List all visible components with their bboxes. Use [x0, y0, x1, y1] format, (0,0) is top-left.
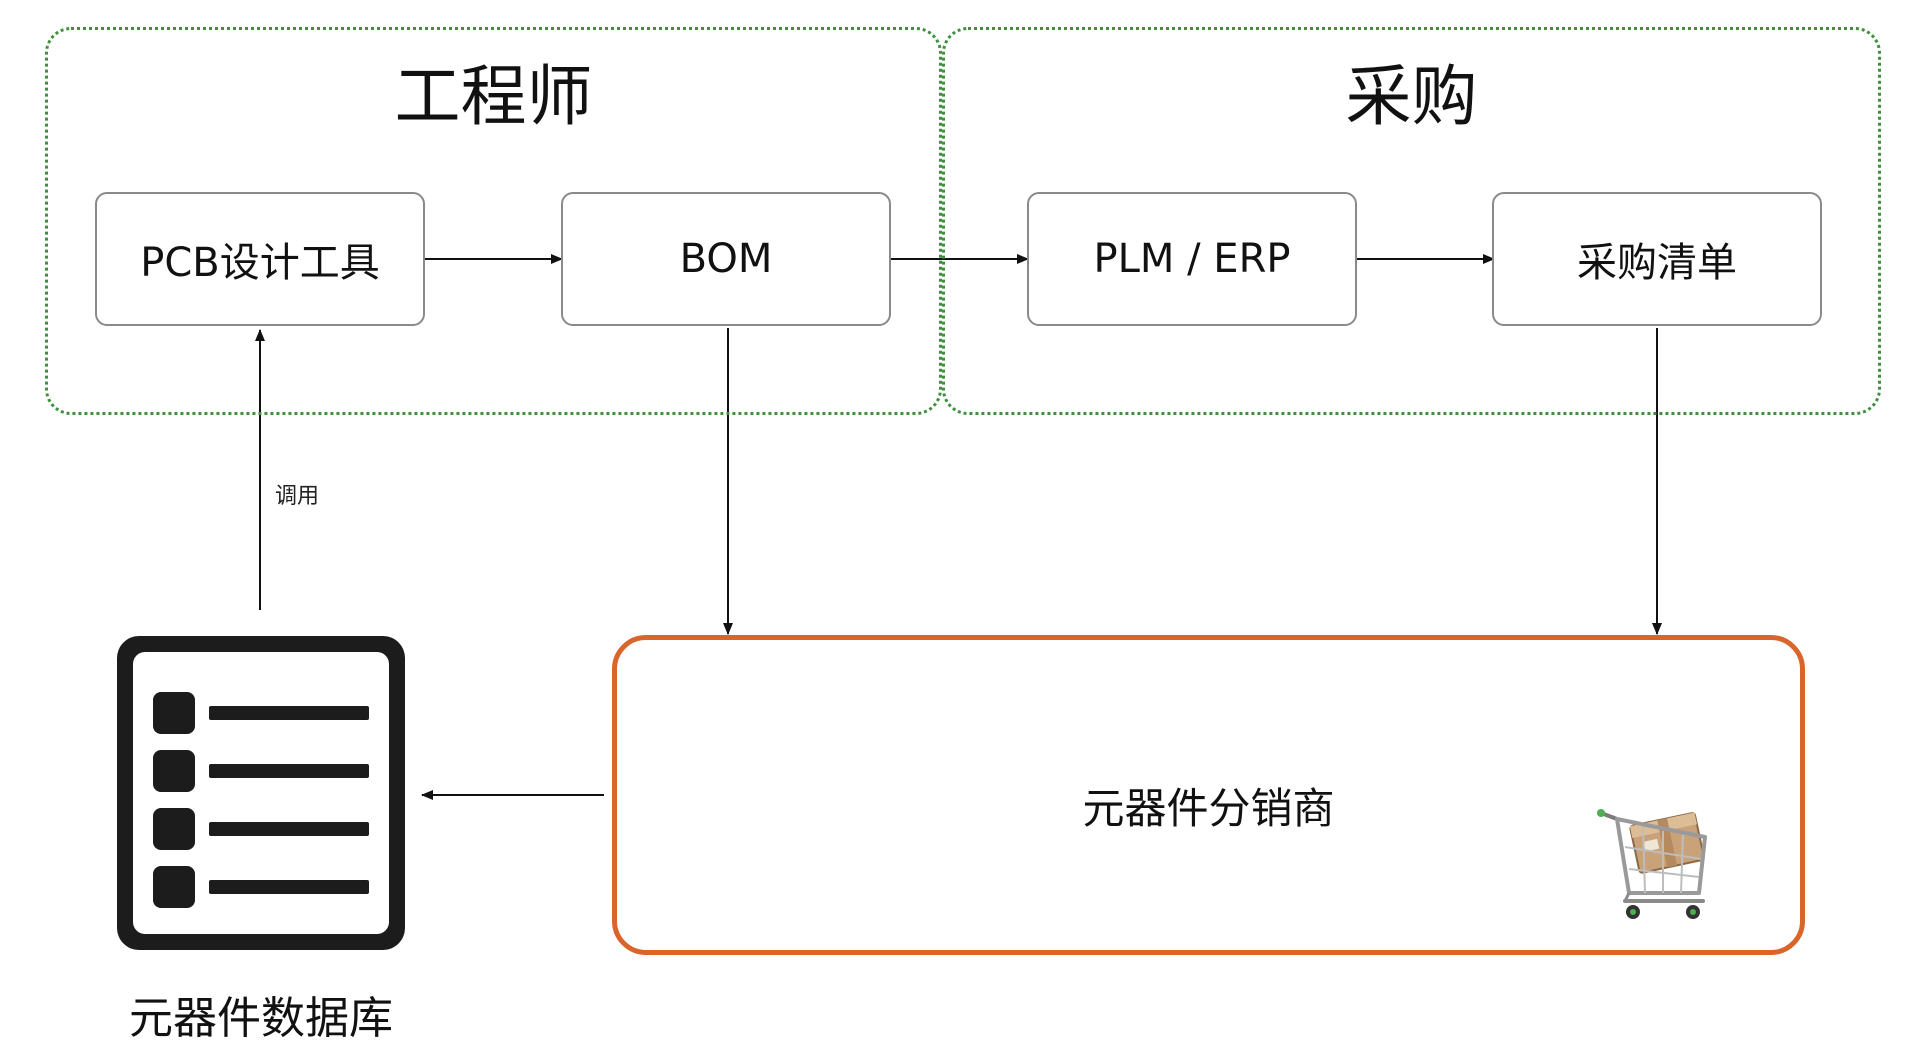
- edge-label-invoke: 调用: [275, 484, 320, 509]
- node-bom[interactable]: BOM: [561, 192, 891, 326]
- node-purchase-list[interactable]: 采购清单: [1492, 192, 1822, 326]
- distributor-label: 元器件分销商: [1082, 784, 1335, 833]
- list-document-icon[interactable]: [111, 630, 411, 960]
- node-pcb-design-tool[interactable]: PCB设计工具: [95, 192, 425, 326]
- shopping-cart-icon: [1597, 809, 1707, 919]
- node-plm-erp[interactable]: PLM / ERP: [1027, 192, 1357, 326]
- database-label: 元器件数据库: [129, 993, 393, 1044]
- group-purchasing-title: 采购: [1345, 58, 1478, 135]
- distributor-box[interactable]: 元器件分销商: [612, 635, 1805, 955]
- group-engineer: 工程师: [45, 27, 942, 415]
- group-purchasing: 采购: [942, 27, 1881, 415]
- group-engineer-title: 工程师: [394, 58, 593, 135]
